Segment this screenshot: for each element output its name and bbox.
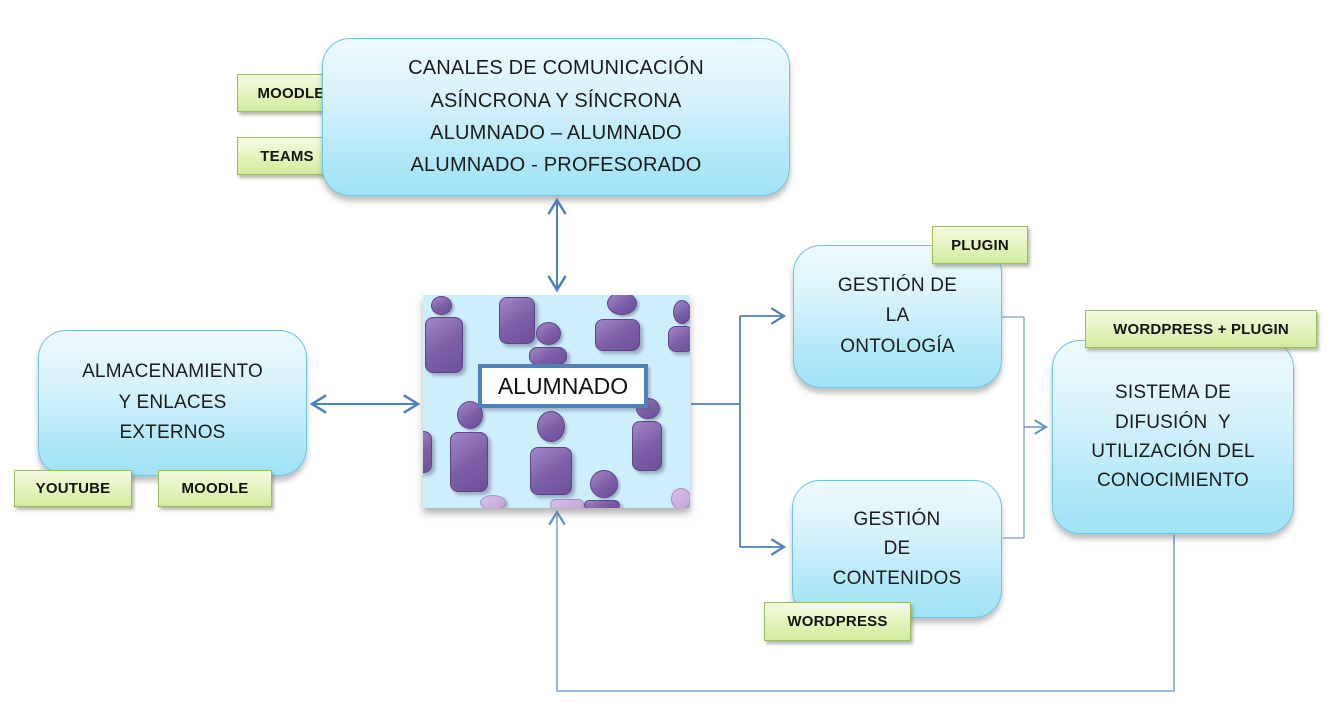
- person-figure-body: [425, 317, 463, 373]
- tag-wordpress: WORDPRESS: [764, 602, 911, 641]
- alumnado-label-text: ALUMNADO: [497, 372, 629, 399]
- person-figure-body: [529, 347, 567, 365]
- node-almacenamiento: ALMACENAMIENTO Y ENLACES EXTERNOS: [38, 330, 307, 476]
- person-figure-head: [537, 411, 565, 442]
- person-figure-body: [595, 319, 640, 351]
- person-figure-body: [668, 326, 690, 352]
- person-figure-head: [671, 488, 690, 508]
- person-figure-head: [536, 322, 561, 345]
- person-figure-head: [431, 296, 452, 315]
- tag-youtube-label: YOUTUBE: [35, 480, 111, 497]
- node-gestion-contenidos-text: GESTIÓN DE CONTENIDOS: [832, 508, 962, 589]
- tag-moodle-left-label: MOODLE: [181, 480, 249, 497]
- person-figure-body: [530, 447, 572, 495]
- tag-wordpress-plugin: WORDPRESS + PLUGIN: [1085, 310, 1317, 348]
- person-figure-head: [480, 495, 506, 508]
- tag-plugin: PLUGIN: [932, 226, 1028, 264]
- tag-wordpress-label: WORDPRESS: [787, 613, 888, 630]
- person-figure-body: [584, 500, 620, 508]
- tag-teams: TEAMS: [237, 137, 337, 175]
- tag-teams-label: TEAMS: [260, 147, 314, 165]
- person-figure-body: [550, 499, 584, 508]
- arrow-feedback-loop: [548, 509, 1175, 692]
- node-sistema-difusion: SISTEMA DE DIFUSIÓN Y UTILIZACIÓN DEL CO…: [1052, 340, 1294, 534]
- alumnado-people-image: ALUMNADO: [423, 295, 690, 508]
- person-figure-body: [632, 421, 662, 471]
- node-canales-comunicacion-text: CANALES DE COMUNICACIÓN ASÍNCRONA Y SÍNC…: [408, 57, 704, 177]
- node-almacenamiento-text: ALMACENAMIENTO Y ENLACES EXTERNOS: [82, 360, 263, 444]
- tag-youtube: YOUTUBE: [14, 470, 132, 507]
- tag-plugin-label: PLUGIN: [951, 236, 1009, 254]
- tag-moodle-left: MOODLE: [158, 470, 272, 507]
- person-figure-body: [499, 297, 535, 344]
- alumnado-label-box: ALUMNADO: [478, 364, 648, 408]
- node-gestion-ontologia-text: GESTIÓN DE LA ONTOLOGÍA: [837, 275, 958, 357]
- person-figure-head: [673, 300, 690, 324]
- node-gestion-contenidos: GESTIÓN DE CONTENIDOS: [792, 480, 1002, 618]
- node-sistema-difusion-text: SISTEMA DE DIFUSIÓN Y UTILIZACIÓN DEL CO…: [1091, 382, 1255, 492]
- tag-wordpress-plugin-label: WORDPRESS + PLUGIN: [1113, 320, 1289, 338]
- person-figure-head: [590, 470, 618, 498]
- person-figure-head: [607, 295, 637, 315]
- tag-moodle-top-label: MOODLE: [257, 84, 325, 102]
- person-figure-body: [450, 432, 488, 492]
- node-canales-comunicacion: CANALES DE COMUNICACIÓN ASÍNCRONA Y SÍNC…: [322, 38, 790, 196]
- person-figure-body: [423, 431, 432, 473]
- node-gestion-ontologia: GESTIÓN DE LA ONTOLOGÍA: [793, 245, 1002, 388]
